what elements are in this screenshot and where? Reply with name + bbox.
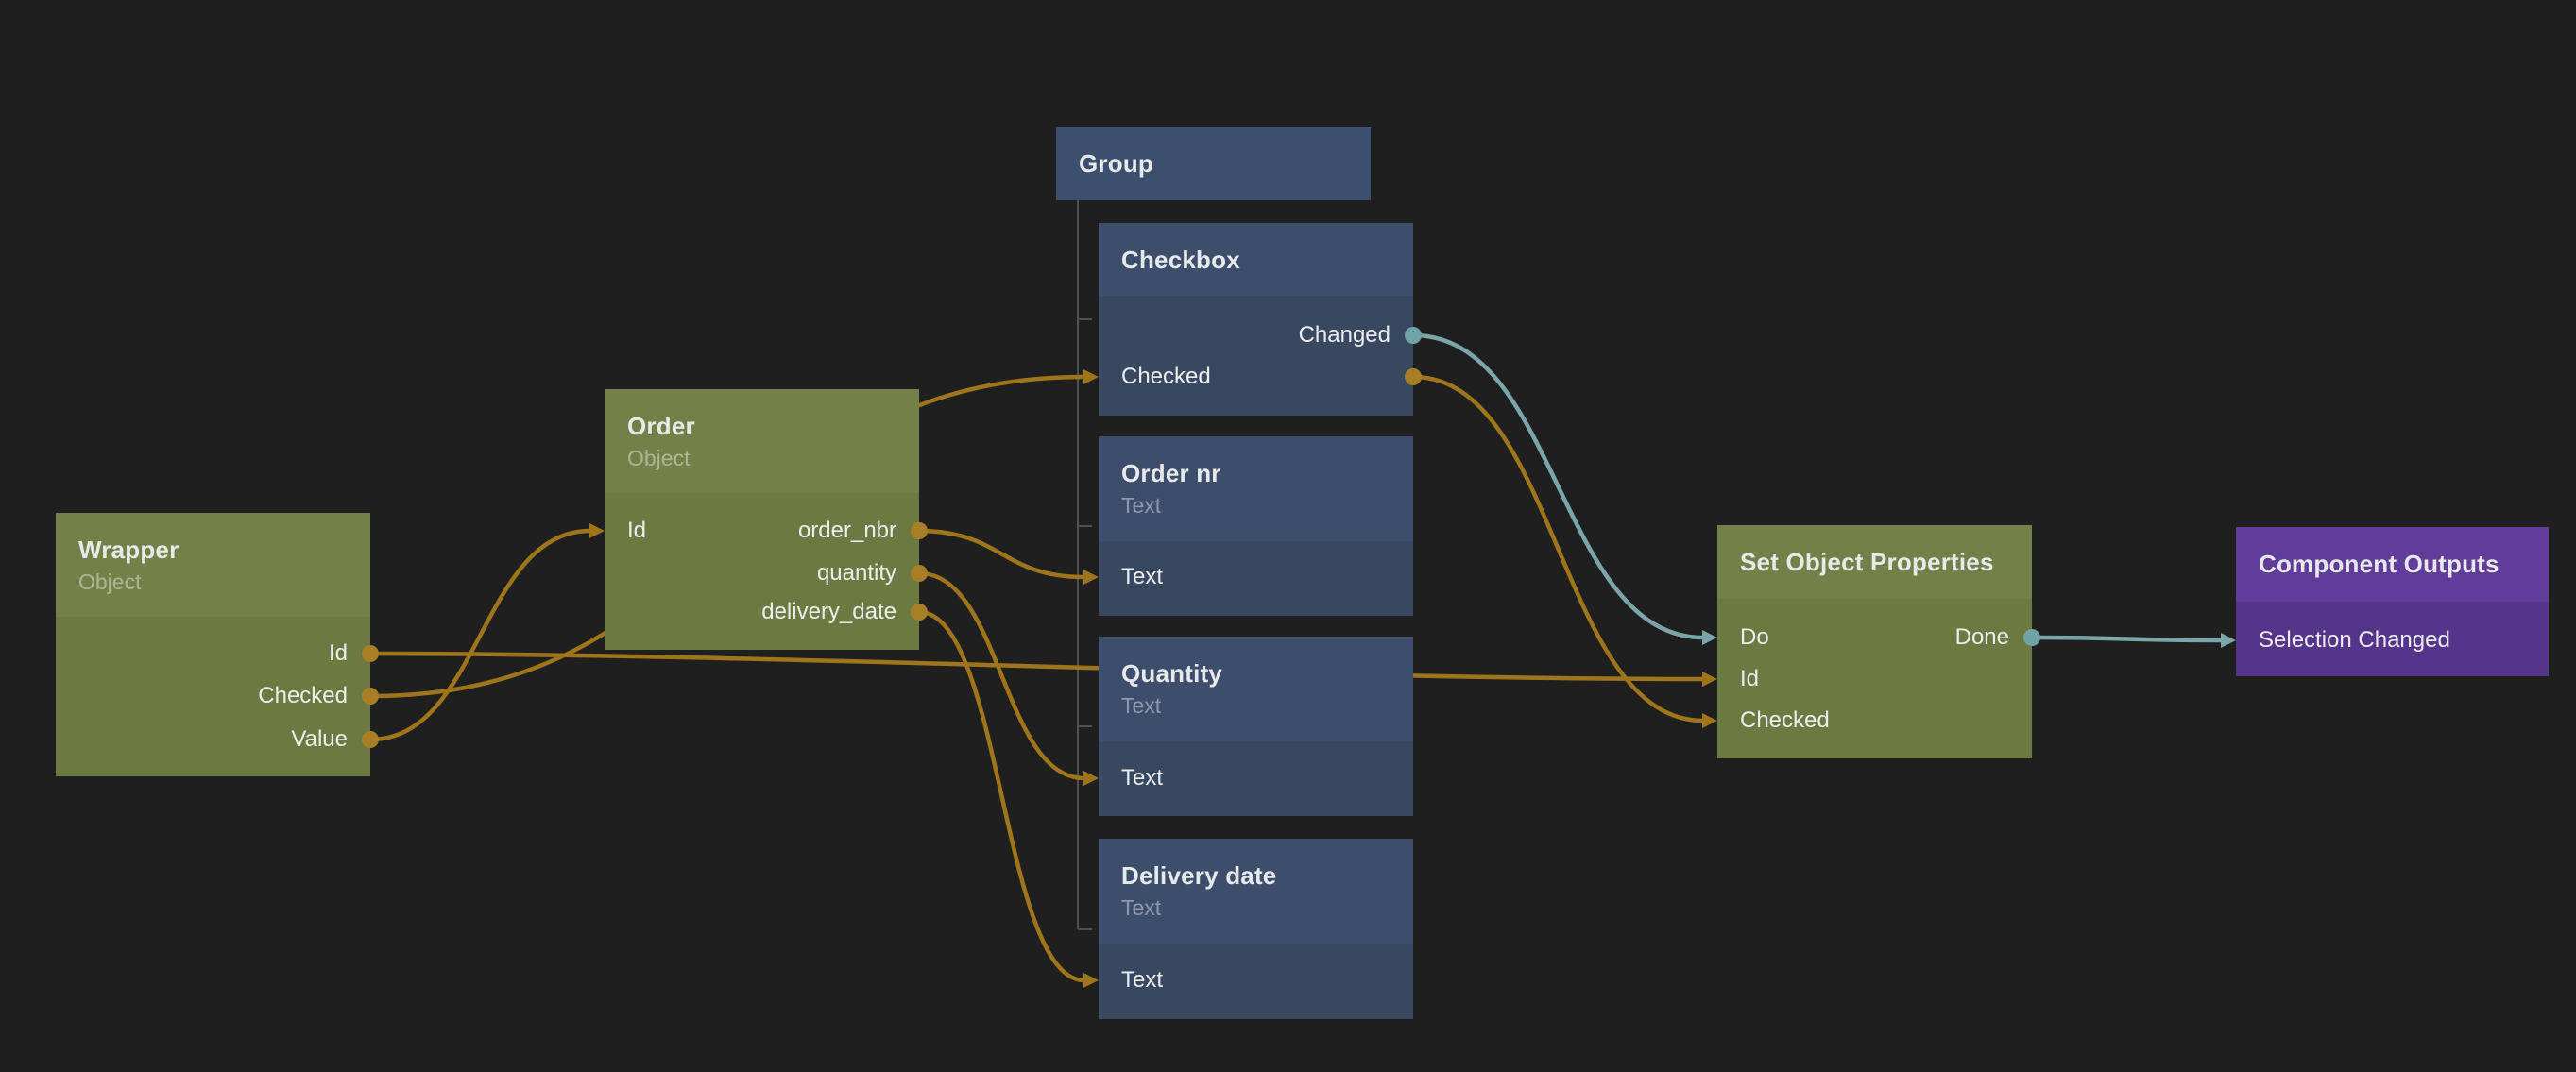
wire-wrapper.Value-to-order.Id[interactable] bbox=[369, 528, 591, 742]
node-title: Order nr bbox=[1121, 459, 1221, 487]
node-subtitle: Text bbox=[1121, 895, 1162, 920]
wrapper-Id-output-port-icon[interactable] bbox=[362, 645, 379, 662]
order-Id-input-port-icon[interactable] bbox=[589, 523, 605, 538]
port-label-delivery_date: delivery_date bbox=[761, 599, 896, 624]
port-label-Selection Changed: Selection Changed bbox=[2259, 627, 2450, 653]
node-title: Set Object Properties bbox=[1740, 548, 1994, 576]
node-subtitle: Text bbox=[1121, 493, 1162, 518]
wire-order.order_nbr-to-order-nr.Text[interactable] bbox=[918, 528, 1085, 580]
set-object-properties-Do-input-port-icon[interactable] bbox=[1702, 630, 1717, 645]
port-label-Done: Done bbox=[1954, 624, 2009, 650]
wrapper-Checked-output-port-icon[interactable] bbox=[362, 688, 379, 705]
port-label-Id: Id bbox=[1740, 666, 1760, 691]
port-label-Value: Value bbox=[291, 726, 348, 752]
node-checkbox-header: Checkbox bbox=[1099, 223, 1413, 296]
node-component-outputs-header: Component Outputs bbox=[2236, 527, 2549, 602]
wire-set-object-properties.Done-to-component-outputs.Selection Changed[interactable] bbox=[2031, 635, 2223, 643]
order-delivery_date-output-port-icon[interactable] bbox=[911, 604, 928, 621]
port-label-Do: Do bbox=[1740, 624, 1769, 650]
port-label-Text: Text bbox=[1121, 967, 1164, 993]
port-label-Text: Text bbox=[1121, 765, 1164, 791]
port-label-Checked: Checked bbox=[1121, 364, 1211, 389]
set-object-properties-Done-output-port-icon[interactable] bbox=[2023, 629, 2040, 646]
node-subtitle: Object bbox=[627, 446, 691, 470]
port-label-Checked: Checked bbox=[258, 683, 348, 708]
port-label-Changed: Changed bbox=[1298, 322, 1390, 348]
node-title: Delivery date bbox=[1121, 861, 1277, 890]
node-group[interactable]: Group bbox=[1056, 127, 1371, 200]
wire-order.delivery_date-to-delivery-date.Text[interactable] bbox=[918, 609, 1085, 983]
wire-checkbox.Checked-to-set-object-properties.Checked[interactable] bbox=[1412, 374, 1704, 723]
order-nr-Text-input-port-icon[interactable] bbox=[1083, 570, 1099, 585]
set-object-properties-Id-input-port-icon[interactable] bbox=[1702, 672, 1717, 687]
node-title: Order bbox=[627, 412, 695, 440]
port-label-quantity: quantity bbox=[816, 560, 896, 586]
delivery-date-Text-input-port-icon[interactable] bbox=[1083, 973, 1099, 988]
node-title: Group bbox=[1079, 149, 1153, 178]
port-label-Id: Id bbox=[328, 640, 348, 666]
quantity-Text-input-port-icon[interactable] bbox=[1083, 771, 1099, 786]
node-title: Checkbox bbox=[1121, 246, 1240, 274]
wire-checkbox.Changed-to-set-object-properties.Do[interactable] bbox=[1412, 332, 1704, 640]
node-group-header: Group bbox=[1056, 127, 1371, 200]
port-label-Text: Text bbox=[1121, 564, 1164, 589]
order-quantity-output-port-icon[interactable] bbox=[911, 565, 928, 582]
wire-wrapper.Id-to-set-object-properties.Id[interactable] bbox=[369, 651, 1704, 682]
component-outputs-Selection Changed-input-port-icon[interactable] bbox=[2221, 633, 2236, 648]
node-subtitle: Object bbox=[78, 570, 142, 594]
checkbox-Checked-input-port-icon[interactable] bbox=[1083, 369, 1099, 384]
wrapper-Value-output-port-icon[interactable] bbox=[362, 731, 379, 748]
node-title: Component Outputs bbox=[2259, 550, 2499, 578]
node-subtitle: Text bbox=[1121, 693, 1162, 718]
order-order_nbr-output-port-icon[interactable] bbox=[911, 522, 928, 539]
checkbox-Changed-output-port-icon[interactable] bbox=[1405, 327, 1422, 344]
node-title: Wrapper bbox=[78, 536, 179, 564]
wire-order.quantity-to-quantity.Text[interactable] bbox=[918, 570, 1085, 781]
checkbox-Checked-output-port-icon[interactable] bbox=[1405, 368, 1422, 385]
node-set-object-properties-header: Set Object Properties bbox=[1717, 525, 2032, 599]
node-order-nr-header: Order nr Text bbox=[1099, 436, 1413, 541]
set-object-properties-Checked-input-port-icon[interactable] bbox=[1702, 713, 1717, 728]
node-title: Quantity bbox=[1121, 659, 1223, 688]
port-label-order_nbr: order_nbr bbox=[797, 518, 896, 543]
group-children-tree-line bbox=[1077, 200, 1092, 930]
port-label-Id: Id bbox=[627, 518, 647, 543]
port-label-Checked: Checked bbox=[1740, 707, 1830, 733]
